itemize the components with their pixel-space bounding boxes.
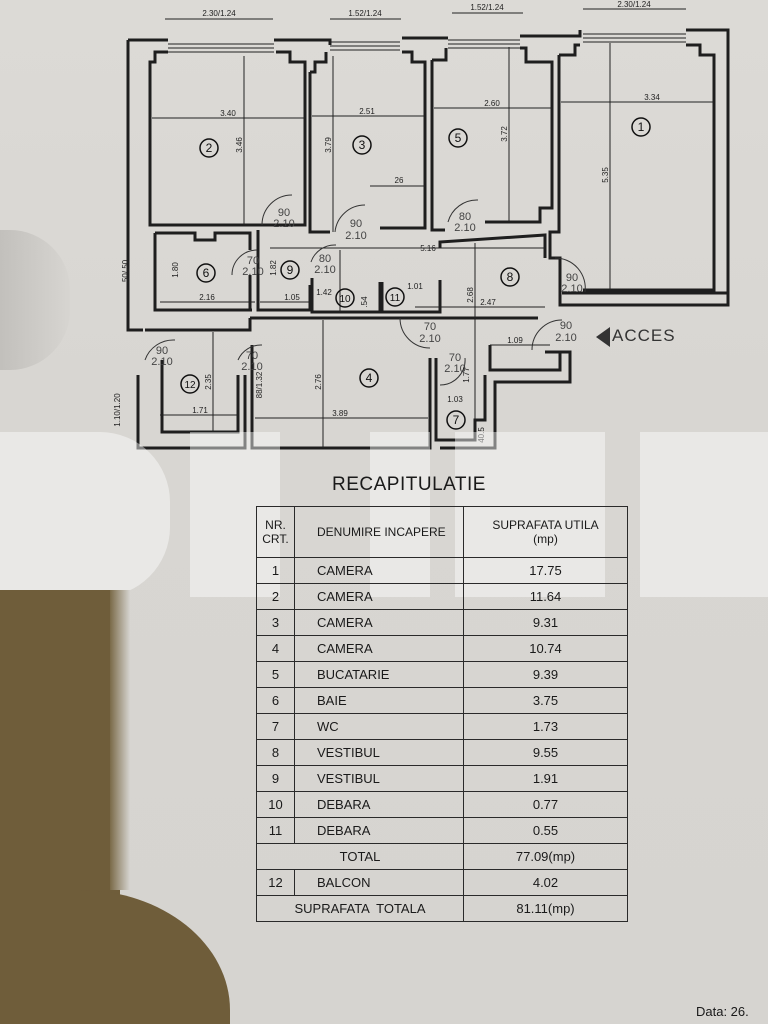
svg-text:2.68: 2.68 [466,287,475,303]
header-name: DENUMIRE INCAPERE [294,506,464,558]
entrance-label: ACCES [596,326,676,347]
svg-text:1.71: 1.71 [192,406,208,415]
table-header-row: NR.CRT. DENUMIRE INCAPERE SUPRAFATA UTIL… [256,506,628,558]
svg-text:11: 11 [390,293,401,304]
svg-text:2.10: 2.10 [444,363,465,375]
svg-text:5: 5 [455,131,462,145]
svg-text:1.10/1.20: 1.10/1.20 [113,393,122,427]
svg-text:26: 26 [395,176,404,185]
svg-text:3.40: 3.40 [220,109,236,118]
svg-text:2.51: 2.51 [359,107,375,116]
svg-text:70: 70 [449,352,461,364]
svg-text:2.10: 2.10 [454,222,475,234]
svg-text:3.46: 3.46 [235,137,244,153]
svg-text:70: 70 [247,255,259,267]
svg-text:9: 9 [287,263,294,277]
svg-text:2.10: 2.10 [345,230,366,242]
svg-text:2.10: 2.10 [555,332,576,344]
svg-text:40.5: 40.5 [477,427,486,443]
svg-text:1.09: 1.09 [507,336,523,345]
svg-text:90: 90 [566,272,578,284]
svg-text:2.60: 2.60 [484,99,500,108]
svg-text:1.52/1.24: 1.52/1.24 [348,9,382,18]
svg-text:2.10: 2.10 [419,333,440,345]
svg-text:1.77: 1.77 [462,367,471,383]
svg-text:12: 12 [184,380,196,391]
area-summary-table: NR.CRT. DENUMIRE INCAPERE SUPRAFATA UTIL… [256,506,628,922]
floor-plan: 1 2 3 4 5 6 7 8 9 10 11 12 2.30/1.24 1.5… [0,0,768,460]
floor-plan-drawing: 1 2 3 4 5 6 7 8 9 10 11 12 2.30/1.24 1.5… [113,0,730,450]
svg-text:6: 6 [203,266,210,280]
svg-text:.54: .54 [360,296,369,308]
svg-text:2.10: 2.10 [151,356,172,368]
svg-text:2.10: 2.10 [242,266,263,278]
svg-text:1.03: 1.03 [447,395,463,404]
svg-text:70: 70 [424,321,436,333]
svg-text:90: 90 [156,345,168,357]
svg-text:1.01: 1.01 [407,282,423,291]
svg-text:70: 70 [246,350,258,362]
svg-text:2.10: 2.10 [314,264,335,276]
svg-text:2.10: 2.10 [241,361,262,373]
svg-text:1.80: 1.80 [171,262,180,278]
svg-text:2.35: 2.35 [204,374,213,390]
svg-text:10: 10 [339,294,351,305]
svg-text:1.05: 1.05 [284,293,300,302]
svg-text:5.35: 5.35 [601,167,610,183]
svg-text:80: 80 [319,253,331,265]
photo-shadow-bottom [0,890,230,1024]
svg-text:2.30/1.24: 2.30/1.24 [617,0,651,9]
svg-text:4: 4 [366,371,373,385]
svg-text:2: 2 [206,141,213,155]
svg-text:2.10: 2.10 [273,218,294,230]
svg-text:2.76: 2.76 [314,374,323,390]
svg-text:1.82: 1.82 [269,260,278,276]
svg-text:5.16: 5.16 [420,244,436,253]
photo-shadow-edge [110,590,130,890]
svg-text:3.34: 3.34 [644,93,660,102]
svg-text:2.16: 2.16 [199,293,215,302]
svg-text:3.79: 3.79 [324,137,333,153]
svg-text:2.30/1.24: 2.30/1.24 [202,9,236,18]
svg-text:3.89: 3.89 [332,409,348,418]
date-label: Data: 26. [696,1004,749,1019]
svg-text:3: 3 [359,138,366,152]
svg-text:8: 8 [507,270,514,284]
svg-text:7: 7 [453,413,460,427]
svg-text:90: 90 [350,218,362,230]
header-area: SUPRAFATA UTILA(mp) [463,506,628,558]
svg-text:3.72: 3.72 [500,126,509,142]
svg-text:.50/.50: .50/.50 [121,259,130,284]
svg-text:2.10: 2.10 [561,283,582,295]
arrow-left-icon [596,326,610,347]
svg-text:2.47: 2.47 [480,298,496,307]
svg-text:1: 1 [638,120,645,134]
svg-text:1.52/1.24: 1.52/1.24 [470,3,504,12]
summary-title: RECAPITULATIE [332,474,486,495]
svg-text:80: 80 [459,211,471,223]
svg-text:1.42: 1.42 [316,288,332,297]
svg-text:90: 90 [278,207,290,219]
svg-text:88/1.32: 88/1.32 [255,371,264,398]
header-nr: NR.CRT. [256,506,295,558]
svg-text:90: 90 [560,320,572,332]
